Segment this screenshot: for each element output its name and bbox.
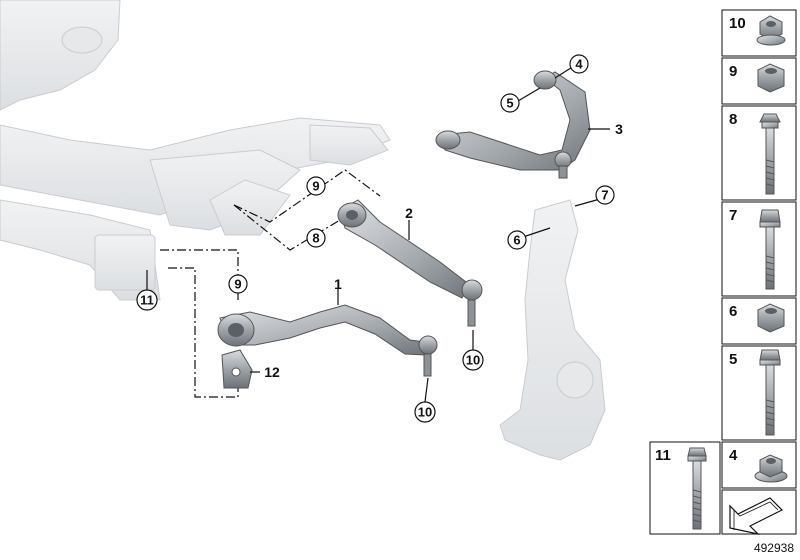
- svg-text:5: 5: [506, 96, 513, 111]
- svg-text:4: 4: [575, 57, 583, 72]
- leader-lines: [146, 65, 610, 403]
- svg-text:9: 9: [234, 277, 241, 292]
- panel-part-5: 5: [729, 349, 781, 436]
- callout-5: 5: [500, 93, 520, 113]
- steering-knuckle-ghost: [499, 199, 606, 461]
- svg-text:7: 7: [729, 207, 737, 224]
- reference-id: 492938: [754, 541, 794, 555]
- callout-8: 8: [306, 228, 326, 248]
- svg-text:10: 10: [466, 353, 480, 368]
- upper-wishbone: [435, 70, 591, 179]
- tension-strut: [337, 199, 483, 327]
- panel-part-11: 11: [655, 447, 707, 530]
- direction-arrow-icon: [729, 497, 784, 536]
- svg-text:5: 5: [729, 351, 737, 368]
- svg-text:8: 8: [312, 231, 319, 246]
- panel-part-6: 6: [729, 303, 785, 333]
- panel-part-8: 8: [729, 111, 781, 195]
- callout-6: 6: [507, 230, 527, 250]
- callout-9-upper: 9: [306, 176, 326, 196]
- label-2: 2: [405, 205, 413, 221]
- callout-7: 7: [595, 185, 615, 205]
- svg-text:11: 11: [655, 447, 671, 464]
- svg-text:6: 6: [513, 233, 520, 248]
- panel-part-10: 10: [729, 15, 786, 46]
- svg-text:10: 10: [729, 15, 746, 32]
- svg-text:4: 4: [729, 447, 738, 464]
- callout-9-lower: 9: [228, 274, 248, 294]
- svg-text:9: 9: [729, 63, 737, 80]
- svg-text:8: 8: [729, 111, 737, 128]
- label-1: 1: [334, 276, 342, 292]
- svg-text:7: 7: [601, 188, 608, 203]
- subframe-ghost: [0, 0, 391, 301]
- callout-4: 4: [569, 54, 589, 74]
- svg-text:6: 6: [729, 303, 737, 320]
- callout-11: 11: [136, 289, 158, 311]
- panel-part-4: 4: [729, 447, 788, 483]
- parts-panel: [649, 9, 797, 535]
- lower-control-arm: [217, 304, 438, 377]
- callout-10-arm: 10: [414, 401, 436, 423]
- bracket-12: [221, 349, 253, 389]
- label-3: 3: [615, 121, 623, 137]
- panel-part-9: 9: [729, 63, 785, 93]
- svg-text:11: 11: [140, 293, 154, 308]
- label-12: 12: [264, 364, 280, 380]
- svg-text:9: 9: [312, 179, 319, 194]
- panel-part-7: 7: [729, 207, 781, 290]
- svg-text:10: 10: [418, 405, 432, 420]
- callout-10-strut: 10: [462, 349, 484, 371]
